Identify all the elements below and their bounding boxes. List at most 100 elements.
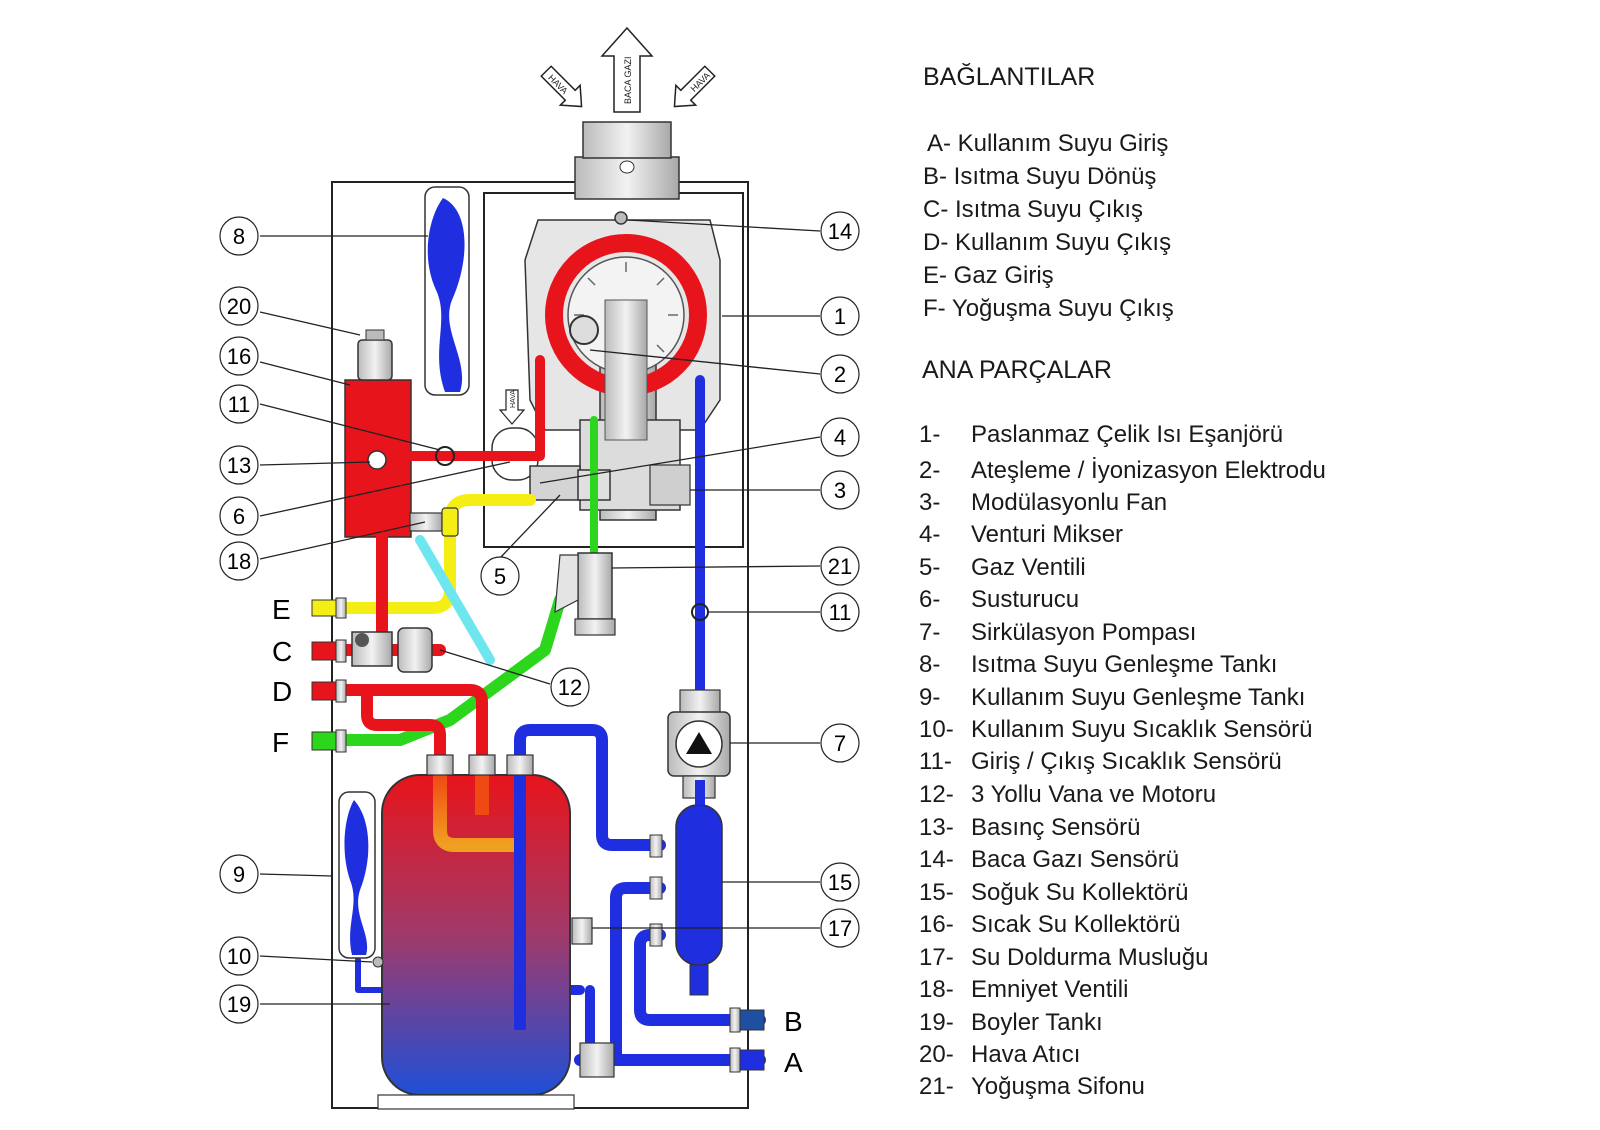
svg-text:9: 9 (233, 862, 245, 887)
callout-6: 6 (219, 496, 259, 536)
leader-lines (259, 219, 821, 1005)
heat-exchanger (545, 234, 707, 441)
connection-stubs (311, 597, 765, 1073)
pipe-dhw-out (324, 684, 488, 766)
letter-a: A (784, 1047, 803, 1078)
part-item: 8-Isıtma Suyu Genleşme Tankı (919, 651, 1278, 678)
pipe-collector-mid (610, 882, 666, 1061)
part-item: 18-Emniyet Ventili (919, 976, 1129, 1003)
svg-text:20: 20 (227, 294, 251, 319)
part-item: 3-Modülasyonlu Fan (919, 489, 1168, 516)
part-item: 21-Yoğuşma Sifonu (919, 1073, 1145, 1100)
air-arrow-right: HAVA (673, 65, 716, 108)
callout-17: 17 (820, 908, 860, 948)
gas-valve (529, 465, 581, 501)
svg-text:17: 17 (828, 916, 852, 941)
connection-item-b: B- Isıtma Suyu Dönüş (923, 163, 1157, 190)
boiler-tank (377, 774, 575, 1110)
callout-8: 8 (219, 216, 259, 256)
ignition-electrode (569, 315, 599, 345)
svg-text:12: 12 (558, 675, 582, 700)
callout-11-right: 11 (820, 592, 860, 632)
flue-gas-arrow-label: BACA GAZI (623, 56, 633, 104)
callout-15: 15 (820, 862, 860, 902)
callout-10: 10 (219, 936, 259, 976)
connection-item-a: A- Kullanım Suyu Giriş (927, 130, 1169, 157)
svg-text:11: 11 (228, 392, 251, 417)
callout-3: 3 (820, 470, 860, 510)
svg-text:5: 5 (494, 564, 506, 589)
part-item: 12-3 Yollu Vana ve Motoru (919, 781, 1217, 808)
svg-text:11: 11 (829, 600, 852, 625)
part-item: 2-Ateşleme / İyonizasyon Elektrodu (919, 457, 1326, 484)
letter-e: E (272, 594, 291, 625)
connection-item-d: D- Kullanım Suyu Çıkış (923, 229, 1172, 256)
part-item: 19-Boyler Tankı (919, 1009, 1103, 1036)
callout-13: 13 (219, 445, 259, 485)
callout-1: 1 (820, 296, 860, 336)
flue-adapter (574, 121, 680, 200)
connection-item-e: E- Gaz Giriş (923, 262, 1054, 289)
svg-text:19: 19 (227, 992, 251, 1017)
pressure-sensor (367, 450, 387, 470)
pipe-condensate (324, 594, 566, 746)
condensate-siphon (554, 552, 616, 636)
tank-fittings (426, 754, 534, 776)
svg-text:8: 8 (233, 224, 245, 249)
part-item: 1-Paslanmaz Çelik Isı Eşanjörü (919, 421, 1284, 448)
connection-letters: E C D F B A (272, 594, 803, 1078)
air-arrow-left: HAVA (540, 65, 583, 108)
svg-text:7: 7 (834, 731, 846, 756)
pipe-tank-return (514, 724, 666, 851)
heating-expansion-tank (424, 186, 470, 396)
callout-12: 12 (550, 667, 590, 707)
callout-20: 20 (219, 286, 259, 326)
part-item: 13-Basınç Sensörü (919, 814, 1141, 841)
letter-f: F (272, 727, 289, 758)
part-item: 11-Giriş / Çıkış Sıcaklık Sensörü (919, 748, 1282, 775)
callouts-right: 14 1 2 4 3 21 11 7 15 17 (820, 211, 860, 948)
flue-gas-arrow: BACA GAZI (600, 26, 654, 113)
part-item: 4-Venturi Mikser (919, 521, 1124, 548)
part-item: 16-Sıcak Su Kollektörü (919, 911, 1181, 938)
callout-2: 2 (820, 354, 860, 394)
svg-text:14: 14 (828, 219, 852, 244)
part-item: 7-Sirkülasyon Pompası (919, 619, 1197, 646)
auto-air-vent (357, 329, 393, 381)
svg-text:10: 10 (227, 944, 251, 969)
dhw-expansion-tank (338, 791, 376, 959)
pipe-gas (324, 494, 536, 614)
svg-text:15: 15 (828, 870, 852, 895)
circulation-pump (667, 689, 731, 799)
svg-text:3: 3 (834, 478, 846, 503)
part-item: 6-Susturucu (919, 586, 1080, 613)
callout-19: 19 (219, 984, 259, 1024)
connection-item-c: C- Isıtma Suyu Çıkış (923, 196, 1144, 223)
pipe-safety (415, 535, 495, 665)
callout-18: 18 (219, 541, 259, 581)
connection-item-f: F- Yoğuşma Suyu Çıkış (923, 295, 1174, 322)
callout-16: 16 (219, 336, 259, 376)
part-item: 10-Kullanım Suyu Sıcaklık Sensörü (919, 716, 1313, 743)
part-item: 9-Kullanım Suyu Genleşme Tankı (919, 684, 1306, 711)
part-item: 20-Hava Atıcı (919, 1041, 1081, 1068)
inlet-valve (579, 1042, 615, 1078)
part-item: 14-Baca Gazı Sensörü (919, 846, 1180, 873)
letter-b: B (784, 1006, 803, 1037)
connections-title: BAĞLANTILAR (923, 63, 1096, 91)
callout-21: 21 (820, 546, 860, 586)
svg-text:21: 21 (828, 554, 852, 579)
callout-9: 9 (219, 854, 259, 894)
three-way-valve (351, 627, 433, 673)
supply-temp-sensor (435, 446, 455, 466)
callout-7: 7 (820, 723, 860, 763)
letter-c: C (272, 636, 292, 667)
part-item: 17-Su Doldurma Musluğu (919, 944, 1209, 971)
callout-11-left: 11 (219, 384, 259, 424)
part-item: 15-Soğuk Su Kollektörü (919, 879, 1189, 906)
callouts-left: 8 20 16 11 13 6 18 5 12 9 10 19 (219, 216, 590, 1024)
callout-4: 4 (820, 417, 860, 457)
pipe-to-b (634, 929, 766, 1026)
svg-text:18: 18 (227, 549, 251, 574)
